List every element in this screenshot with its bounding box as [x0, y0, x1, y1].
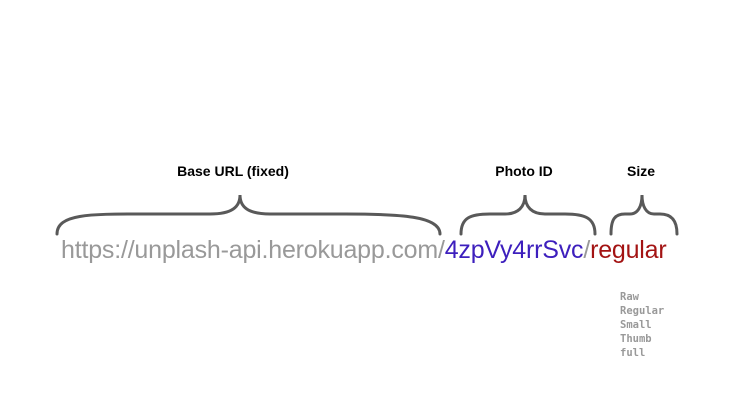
- size-option: Regular: [620, 305, 665, 317]
- url-separator: /: [583, 236, 591, 264]
- base-url-brace: [55, 194, 442, 236]
- size-option: Raw: [620, 291, 639, 303]
- url-base: https://unplash-api.herokuapp.com/: [61, 236, 445, 264]
- size-brace: [609, 194, 679, 236]
- url-photo-id: 4zpVy4rrSvc: [444, 236, 584, 264]
- size-option: full: [620, 347, 646, 359]
- size-options-list: Raw Regular Small Thumb full: [620, 290, 664, 360]
- photo-id-label: Photo ID: [495, 163, 553, 179]
- url-size: regular: [590, 236, 667, 264]
- size-label: Size: [626, 163, 656, 179]
- size-option: Thumb: [620, 333, 652, 345]
- size-option: Small: [620, 319, 652, 331]
- photo-id-brace: [459, 194, 597, 236]
- base-url-label: Base URL (fixed): [177, 163, 289, 179]
- url-example: https://unplash-api.herokuapp.com/4zpVy4…: [61, 236, 667, 265]
